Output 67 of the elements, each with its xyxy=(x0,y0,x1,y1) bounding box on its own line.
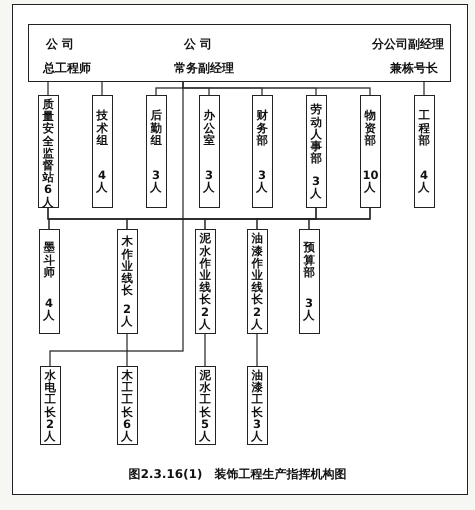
department-box xyxy=(198,95,220,208)
staff-count: 3人 xyxy=(202,169,216,194)
role-label: 常务副经理 xyxy=(174,60,234,77)
department-box xyxy=(116,366,138,445)
unit-name: 木作业线长 xyxy=(121,235,133,296)
department-box xyxy=(38,229,60,334)
department-box xyxy=(360,95,380,208)
staff-count: 3人 xyxy=(309,175,323,200)
unit-name: 办公室 xyxy=(203,109,215,146)
role-label: 分公司副经理 xyxy=(372,36,444,53)
connector-line xyxy=(49,82,184,366)
staff-count: 3人 xyxy=(302,297,316,322)
department-box xyxy=(38,95,58,208)
staff-count: 2人 xyxy=(250,306,264,331)
connector-line xyxy=(256,334,258,366)
department-box xyxy=(146,95,166,208)
department-box xyxy=(116,229,138,334)
staff-count: 3人 xyxy=(250,418,264,442)
department-box xyxy=(246,366,268,445)
staff-count: 2人 xyxy=(198,306,212,331)
staff-count: 4人 xyxy=(417,169,431,194)
connector-line xyxy=(126,334,128,366)
department-box xyxy=(414,95,434,208)
department-box xyxy=(40,366,60,445)
unit-name: 油漆作业线长 xyxy=(251,232,263,306)
department-box xyxy=(194,366,216,445)
connector-line xyxy=(423,82,425,95)
unit-name: 木工工长 xyxy=(121,369,133,418)
department-box xyxy=(252,95,272,208)
connector-line xyxy=(101,82,103,95)
unit-name: 后勤组 xyxy=(150,109,162,146)
role-label: 公 司 xyxy=(184,36,212,53)
unit-name: 墨斗师 xyxy=(43,241,55,278)
staff-count: 3人 xyxy=(255,169,269,194)
unit-name: 物资部 xyxy=(364,109,376,146)
staff-count: 10人 xyxy=(362,169,378,194)
staff-count: 2人 xyxy=(43,418,57,442)
staff-count: 5人 xyxy=(198,418,212,442)
department-box xyxy=(306,95,326,208)
unit-name: 预算部 xyxy=(303,241,315,278)
unit-name: 水电工长 xyxy=(44,369,56,418)
department-box xyxy=(246,229,268,334)
role-label: 兼栋号长 xyxy=(390,60,438,77)
unit-name: 劳动人事部 xyxy=(310,103,322,164)
connector-line xyxy=(47,82,49,95)
management-box xyxy=(28,24,451,82)
unit-name: 油漆工长 xyxy=(251,369,263,418)
staff-count: 3人 xyxy=(149,169,163,194)
department-box xyxy=(92,95,112,208)
staff-count: 4人 xyxy=(42,297,56,322)
figure-caption: 图2.3.16(1) 装饰工程生产指挥机构图 xyxy=(128,467,346,481)
staff-count: 6人 xyxy=(120,418,134,442)
role-label: 总工程师 xyxy=(43,60,91,77)
role-label: 公 司 xyxy=(46,36,74,53)
staff-count: 2人 xyxy=(120,303,134,328)
unit-name: 工程部 xyxy=(418,109,430,146)
department-box xyxy=(298,229,320,334)
unit-name: 泥水工长 xyxy=(199,369,211,418)
unit-name: 质量安全监督站 xyxy=(42,98,54,184)
connector-line xyxy=(204,334,206,366)
staff-count: 4人 xyxy=(95,169,109,194)
unit-name: 技术组 xyxy=(96,109,108,146)
connector-line xyxy=(308,208,371,229)
unit-name: 泥水作业线长 xyxy=(199,232,211,306)
unit-name: 财务部 xyxy=(256,109,268,146)
department-box xyxy=(194,229,216,334)
staff-count: 6人 xyxy=(41,183,55,208)
